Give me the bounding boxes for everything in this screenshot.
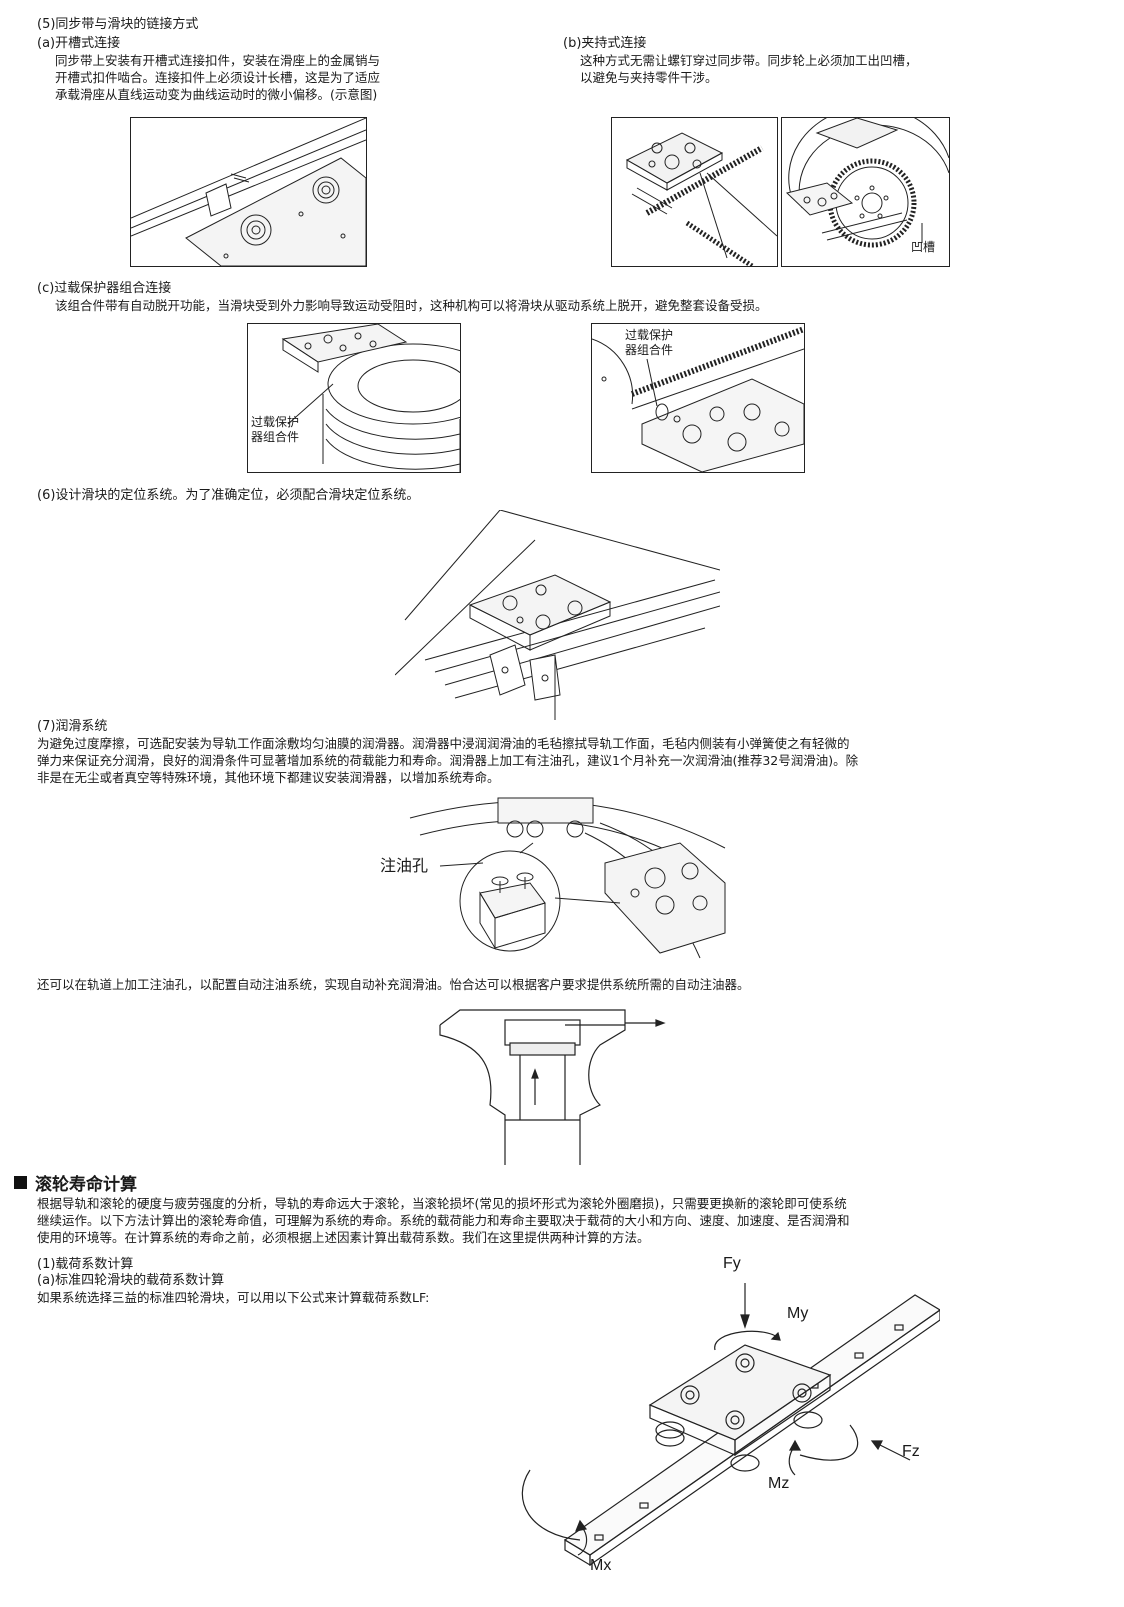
s5c-title: (c)过载保护器组合连接 [37, 281, 172, 296]
s5a-line-2: 开槽式扣件啮合。连接扣件上必须设计长槽，这是为了适应 [55, 70, 381, 85]
life-line-3: 使用的环境等。在计算系统的寿命之前，必须根据上述因素计算出载荷系数。我们在这里提… [37, 1230, 650, 1245]
life-line-2: 继续运作。以下方法计算出的滚轮寿命值，可理解为系统的寿命。系统的载荷能力和寿命主… [37, 1213, 850, 1228]
s7-line-3: 非是在无尘或者真空等特殊环境，其他环境下都建议安装润滑器，以增加系统寿命。 [37, 770, 500, 785]
s7-auto-line: 还可以在轨道上加工注油孔，以配置自动注油系统，实现自动补充润滑油。怡合达可以根据… [37, 977, 750, 992]
figure-auto-oiler-section [435, 1005, 670, 1165]
s5a-line-1: 同步带上安装有开槽式连接扣件，安装在滑座上的金属销与 [55, 53, 381, 68]
overload-label-2-line-1: 过载保护 [625, 328, 674, 342]
label-fy: Fy [723, 1255, 741, 1272]
s5c-line: 该组合件带有自动脱开功能，当滑块受到外力影响导致运动受阻时，这种机构可以将滑块从… [55, 298, 768, 313]
s7-line-1: 为避免过度摩擦，可选配安装为导轨工作面涂敷均匀油膜的润滑器。润滑器中浸润润滑油的… [37, 736, 850, 751]
section-heading-roller-life: 滚轮寿命计算 [14, 1170, 137, 1195]
overload-label-1-line-2: 器组合件 [251, 430, 300, 444]
figure-overload-protector-1: 过载保护 器组合件 [247, 323, 461, 473]
s5b-line-1: 这种方式无需让螺钉穿过同步带。同步轮上必须加工出凹槽， [580, 53, 918, 68]
life-line-1: 根据导轨和滚轮的硬度与疲劳强度的分析，导轨的寿命远大于滚轮，当滚轮损坏(常见的损… [37, 1196, 847, 1211]
figure-clamp-connection-left [611, 117, 778, 267]
figure-overload-protector-2: 过载保护 器组合件 [591, 323, 805, 473]
label-mz: Mz [768, 1475, 790, 1492]
label-my: My [787, 1305, 809, 1322]
s5b-line-2: 以避免与夹持零件干涉。 [580, 70, 718, 85]
section-heading-text: 滚轮寿命计算 [35, 1175, 137, 1195]
figure-positioning-system [395, 510, 720, 720]
overload-label-2-line-2: 器组合件 [625, 343, 674, 357]
life-sub-1: (1)载荷系数计算 [37, 1257, 134, 1272]
life-sub-3: 如果系统选择三益的标准四轮滑块，可以用以下公式来计算载荷系数LF: [37, 1290, 430, 1305]
oil-hole-label: 注油孔 [380, 856, 429, 875]
overload-label-1-line-1: 过载保护 [251, 415, 300, 429]
figure-load-directions: Fy My Mz Fz Mx [510, 1255, 940, 1605]
s7-line-2: 弹力来保证充分润滑，良好的润滑条件可显著增加系统的荷载能力和寿命。润滑器上加工有… [37, 753, 859, 768]
label-fz: Fz [902, 1443, 920, 1460]
s6-line: (6)设计滑块的定位系统。为了准确定位，必须配合滑块定位系统。 [37, 488, 420, 503]
s5a-line-3: 承载滑座从直线运动变为曲线运动时的微小偏移。(示意图) [55, 87, 378, 102]
figure-slot-connection [130, 117, 367, 267]
s5b-title: (b)夹持式连接 [563, 36, 647, 51]
s7-title: (7)润滑系统 [37, 719, 108, 734]
heading-square-icon [14, 1176, 27, 1189]
s5a-title: (a)开槽式连接 [37, 36, 121, 51]
label-mx: Mx [590, 1557, 612, 1574]
life-sub-2: (a)标准四轮滑块的载荷系数计算 [37, 1273, 225, 1288]
s5-title: (5)同步带与滑块的链接方式 [37, 17, 199, 32]
figure-clamp-connection-right: 凹槽 [781, 117, 950, 267]
groove-label: 凹槽 [911, 240, 936, 254]
figure-lubricator: 注油孔 [380, 793, 730, 963]
